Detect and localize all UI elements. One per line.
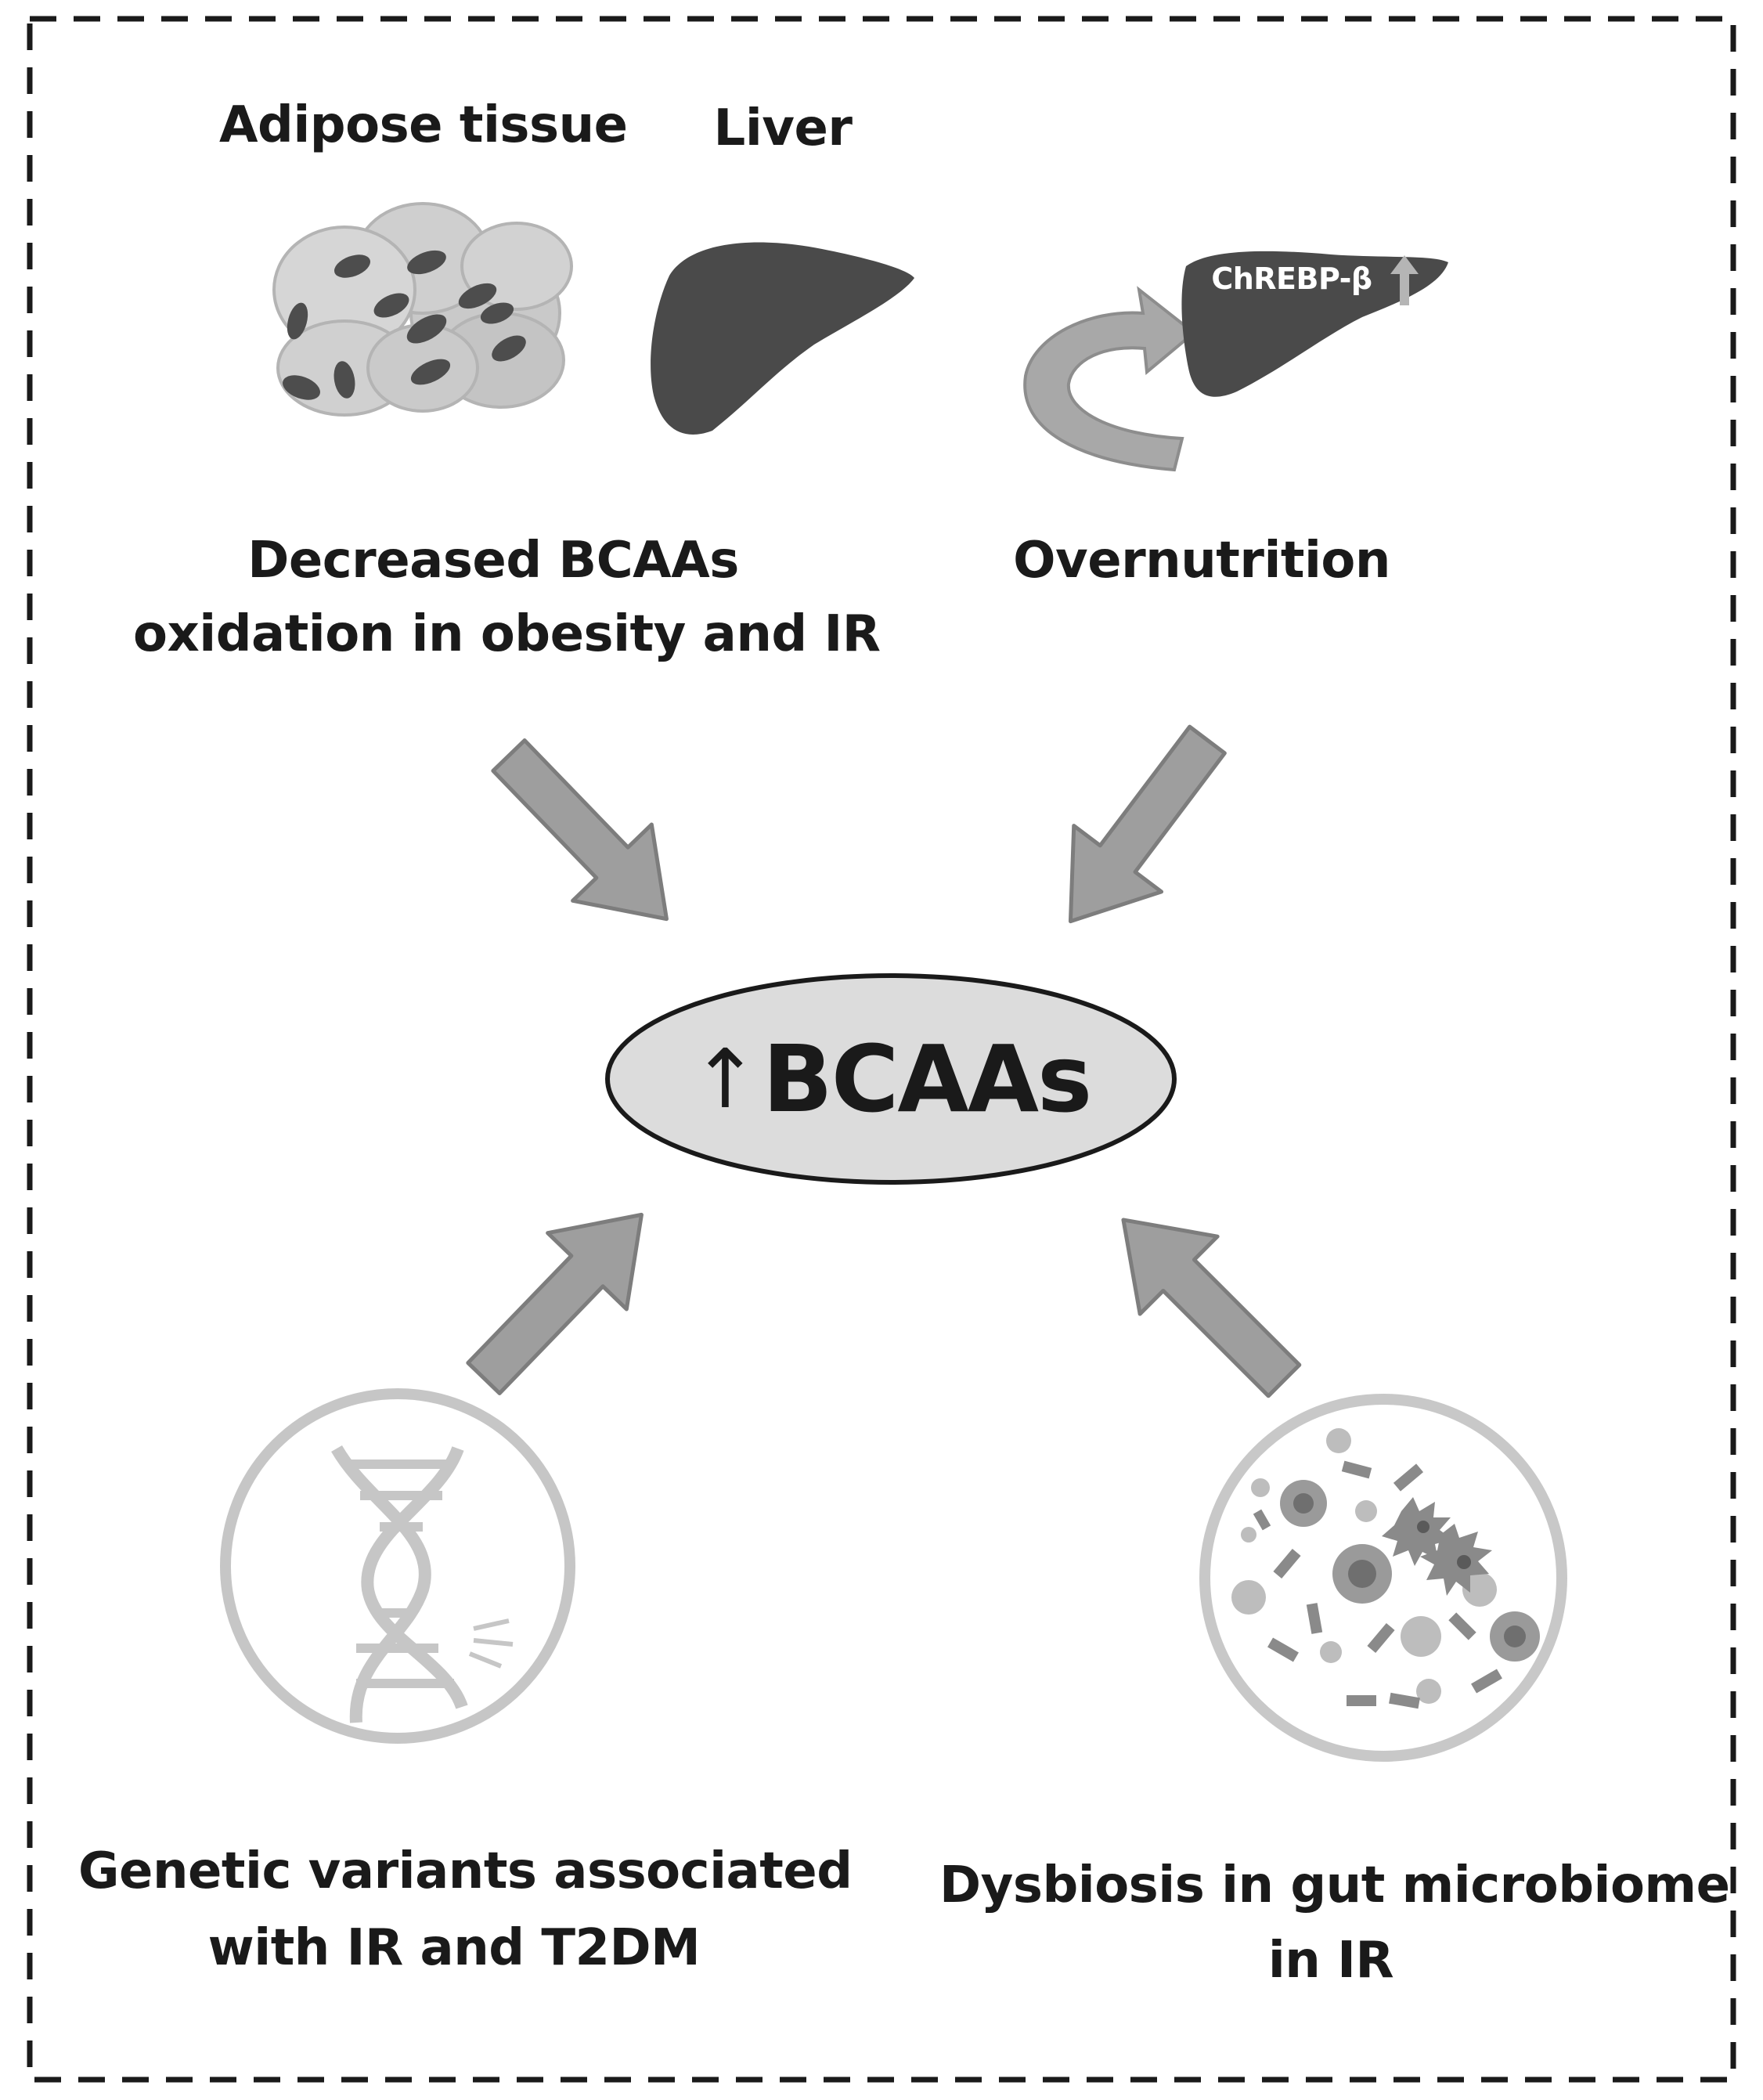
genetic-variants-caption-line1: Genetic variants associated	[78, 1842, 853, 1900]
adipose-cells-icon	[272, 202, 573, 417]
microbiome-caption-line1: Dysbiosis in gut microbiome	[939, 1856, 1730, 1914]
liver-label: Liver	[713, 99, 853, 157]
adipose-liver-caption-line1: Decreased BCAAs	[247, 532, 739, 590]
dashed-border	[27, 16, 1736, 2083]
arrow-from-microbiome	[1084, 1181, 1322, 1419]
gut-microbiome-icon	[1199, 1394, 1567, 1762]
bcaas-center-label: ↑BCAAs	[607, 1028, 1174, 1130]
bcaas-label: BCAAs	[762, 1025, 1092, 1133]
genetic-variants-caption-line2: with IR and T2DM	[207, 1919, 701, 1977]
overnutrition-caption: Overnutrition	[1013, 532, 1390, 590]
chrebp-label: ChREBP-β	[1211, 262, 1372, 296]
bcaas-ellipse	[605, 973, 1177, 1185]
arrow-from-genetic-variants	[445, 1177, 681, 1416]
liver-icon	[651, 242, 914, 435]
adipose-tissue-label: Adipose tissue	[219, 96, 628, 154]
broken-dna-helix-icon	[220, 1388, 575, 1744]
arrow-from-adipose-liver	[470, 717, 706, 957]
arrow-from-overnutrition	[1027, 707, 1251, 954]
liver-with-cycle-arrow-icon	[1023, 251, 1448, 472]
microbiome-caption-line2: in IR	[1267, 1932, 1394, 1990]
up-arrow-glyph: ↑	[690, 1031, 759, 1127]
adipose-liver-caption-line2: oxidation in obesity and IR	[133, 605, 881, 663]
